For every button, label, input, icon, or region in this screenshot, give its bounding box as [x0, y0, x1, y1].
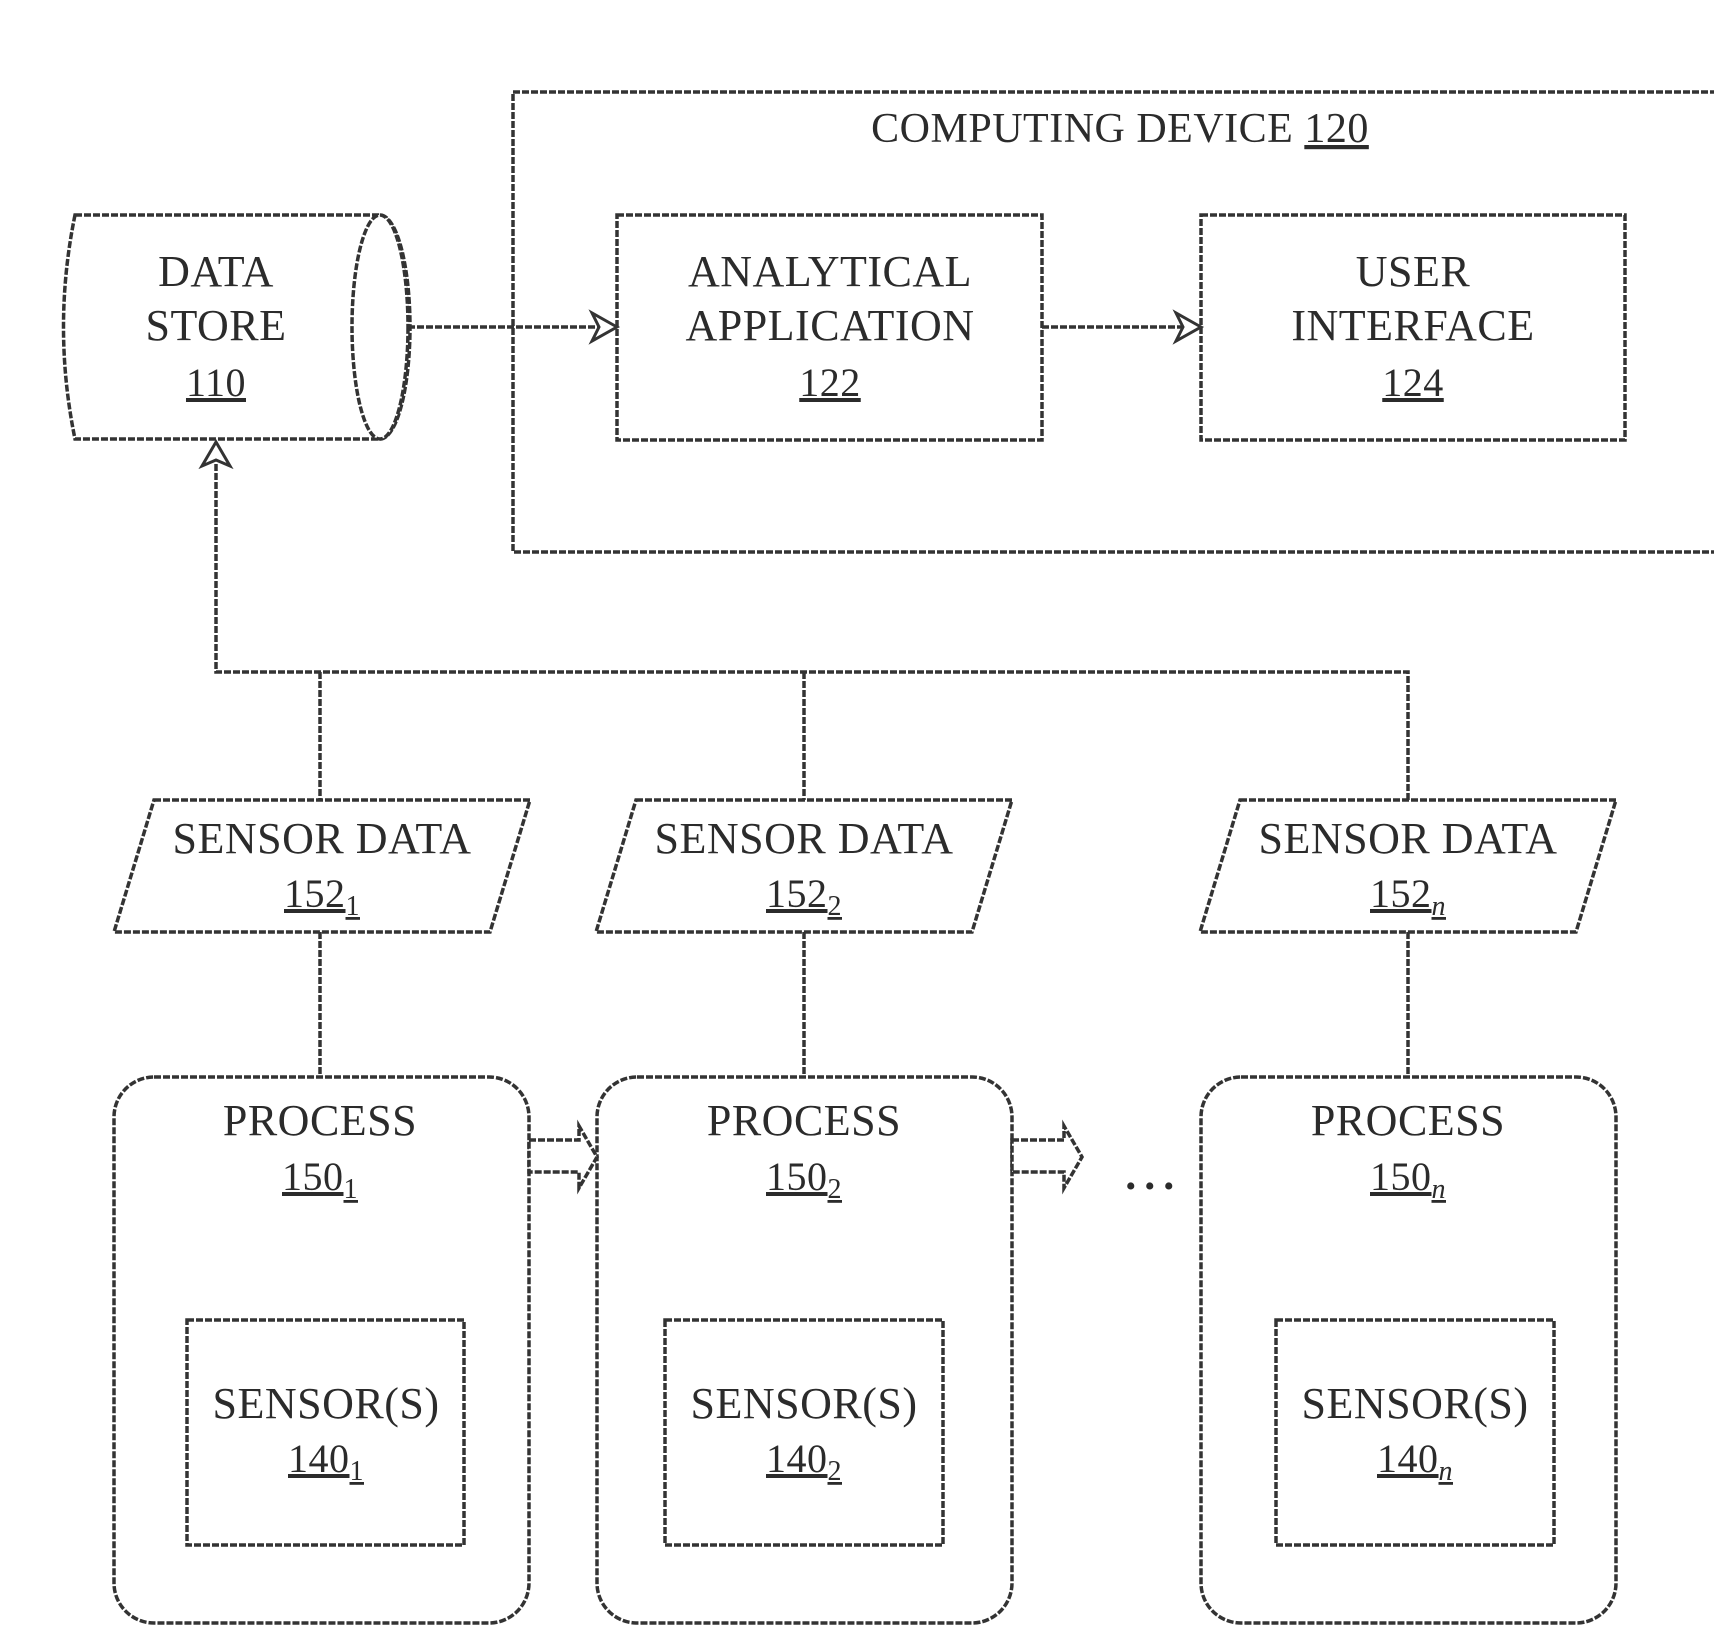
user-interface-line1: USER — [1356, 247, 1471, 296]
computing-device-ref: 120 — [1304, 106, 1369, 152]
sensor-data-n: SENSOR DATA 152n — [1200, 800, 1616, 932]
process-1-label: PROCESS — [223, 1096, 417, 1145]
ellipsis: • • • — [1125, 1170, 1174, 1203]
sensor-data-2-label: SENSOR DATA — [654, 814, 953, 863]
data-store-line2: STORE — [145, 301, 286, 350]
analytical-app-line1: ANALYTICAL — [688, 247, 972, 296]
sensor-2-label: SENSOR(S) — [691, 1379, 918, 1428]
user-interface-ref: 124 — [1382, 360, 1444, 405]
process-2-label: PROCESS — [707, 1096, 901, 1145]
analytical-application-node: ANALYTICAL APPLICATION 122 — [617, 215, 1042, 440]
process-2: PROCESS 1502 SENSOR(S) 1402 — [597, 1077, 1012, 1623]
data-store-line1: DATA — [158, 247, 274, 296]
process-n: PROCESS 150n SENSOR(S) 140n — [1201, 1077, 1616, 1623]
sensor-n-label: SENSOR(S) — [1302, 1379, 1529, 1428]
computing-device-label: COMPUTING DEVICE — [871, 106, 1293, 152]
sensor-n-box — [1276, 1320, 1554, 1545]
process-n-label: PROCESS — [1311, 1096, 1505, 1145]
sensor-data-2: SENSOR DATA 1522 — [596, 800, 1012, 932]
analytical-app-line2: APPLICATION — [685, 301, 974, 350]
data-store-node: DATA STORE 110 — [64, 215, 411, 439]
sensor-2-box — [665, 1320, 943, 1545]
computing-device-title: COMPUTING DEVICE 120 — [871, 106, 1369, 152]
sensor-data-1-label: SENSOR DATA — [172, 814, 471, 863]
block-arrow-2-to-next — [1012, 1126, 1082, 1188]
user-interface-line2: INTERFACE — [1291, 301, 1534, 350]
data-store-ref: 110 — [186, 360, 246, 405]
sensor-data-n-label: SENSOR DATA — [1258, 814, 1557, 863]
analytical-app-ref: 122 — [799, 360, 861, 405]
process-1: PROCESS 1501 SENSOR(S) 1401 — [114, 1077, 529, 1623]
block-arrow-1-to-2 — [529, 1126, 597, 1188]
sensor-data-1: SENSOR DATA 1521 — [114, 800, 530, 932]
user-interface-node: USER INTERFACE 124 — [1201, 215, 1625, 440]
sensor-1-box — [187, 1320, 464, 1545]
sensor-1-label: SENSOR(S) — [213, 1379, 440, 1428]
